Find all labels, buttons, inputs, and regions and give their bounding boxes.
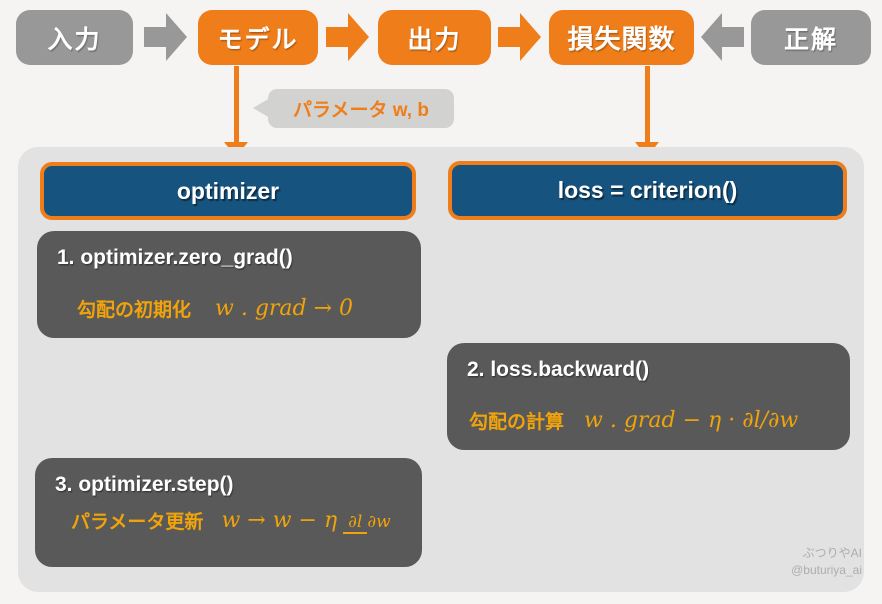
step-zero-grad-box: 1. optimizer.zero_grad() 勾配の初期化 w . grad…	[37, 231, 421, 338]
step-formula-prefix: w → w − η	[221, 508, 338, 533]
flow-node-output: 出力	[378, 10, 491, 65]
flow-node-model: モデル	[198, 10, 318, 65]
step-formula: w . grad → 0	[215, 296, 354, 321]
block-arrow-right-icon	[326, 13, 369, 61]
step-detail-row: パラメータ更新 w → w − η∂l∂w	[35, 507, 422, 534]
flow-node-loss-function: 損失関数	[549, 10, 694, 65]
step-label-jp: 勾配の計算	[469, 412, 565, 433]
watermark: ぶつりやAI @buturiya_ai	[791, 545, 862, 579]
block-arrow-right-icon	[144, 13, 187, 61]
step-title: 1. optimizer.zero_grad()	[57, 246, 293, 269]
step-detail-row: 勾配の計算 w . grad − η · ∂l/∂w	[447, 407, 850, 434]
step-backward-box: 2. loss.backward() 勾配の計算 w . grad − η · …	[447, 343, 850, 450]
flow-node-ground-truth: 正解	[751, 10, 871, 65]
step-label-jp: 勾配の初期化	[77, 300, 192, 321]
down-arrow-stem	[644, 66, 650, 143]
fraction-denominator: ∂w	[367, 511, 391, 532]
loss-criterion-header: loss = criterion()	[448, 161, 847, 220]
watermark-line1: ぶつりやAI	[802, 546, 862, 560]
step-title: 2. loss.backward()	[467, 358, 650, 381]
step-label-jp: パラメータ更新	[71, 512, 204, 533]
flow-node-input: 入力	[16, 10, 133, 65]
step-title: 3. optimizer.step()	[55, 473, 234, 496]
flow-node-output-label: 出力	[407, 25, 462, 54]
step-formula: w → w − η∂l∂w	[221, 508, 391, 534]
parameters-label: パラメータ w, b	[293, 100, 429, 121]
model-to-optimizer-down-arrow-icon	[224, 66, 248, 158]
down-arrow-stem	[233, 66, 239, 143]
step-optimizer-step-box: 3. optimizer.step() パラメータ更新 w → w − η∂l∂…	[35, 458, 422, 567]
lossfn-to-criterion-down-arrow-icon	[635, 66, 659, 158]
parameters-speech-bubble: パラメータ w, b	[253, 89, 454, 128]
block-arrow-left-icon	[701, 13, 744, 61]
block-arrow-right-icon	[498, 13, 541, 61]
flow-node-input-label: 入力	[47, 25, 102, 54]
optimizer-header: optimizer	[40, 162, 416, 220]
watermark-line2: @buturiya_ai	[791, 563, 862, 577]
speech-bubble-tail	[253, 98, 270, 118]
fraction: ∂l∂w	[343, 508, 391, 534]
flow-node-loss-function-label: 損失関数	[567, 24, 676, 54]
optimizer-header-label: optimizer	[176, 177, 280, 204]
flow-node-ground-truth-label: 正解	[783, 25, 838, 54]
flow-node-model-label: モデル	[217, 25, 299, 54]
step-detail-row: 勾配の初期化 w . grad → 0	[37, 295, 421, 322]
fraction-numerator: ∂l	[343, 511, 368, 534]
loss-criterion-header-label: loss = criterion()	[557, 177, 738, 203]
step-formula: w . grad − η · ∂l/∂w	[584, 408, 799, 433]
